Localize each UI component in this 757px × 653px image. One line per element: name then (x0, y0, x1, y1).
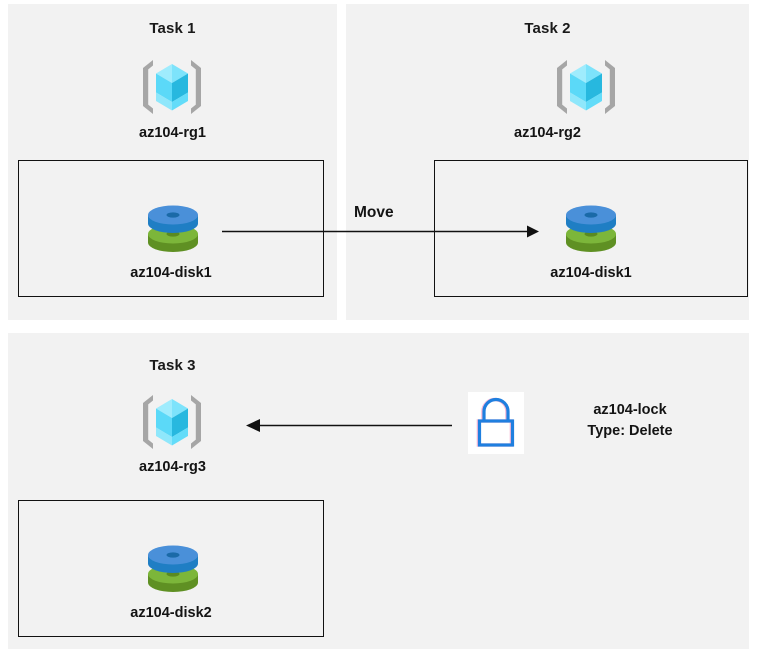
resource-group-cube-icon (139, 391, 205, 453)
managed-disk-icon (142, 540, 204, 598)
task-2-title: Task 2 (524, 20, 571, 37)
task-3-title: Task 3 (149, 357, 196, 374)
task-1-title: Task 1 (149, 20, 196, 37)
move-arrow-label: Move (354, 204, 394, 221)
resource-label-3: az104-disk2 (130, 605, 212, 621)
lock-name: az104-lock (593, 402, 667, 418)
lock-caption: az104-lock Type: Delete (540, 400, 720, 442)
move-arrow (222, 225, 539, 238)
resource-group-cube-icon (553, 56, 619, 118)
resource-group-label-2: az104-rg2 (514, 125, 581, 141)
lock-type: Type: Delete (587, 423, 673, 439)
resource-group-label-3: az104-rg3 (139, 459, 206, 475)
lock-arrow (246, 419, 452, 432)
managed-disk-icon (560, 200, 622, 258)
managed-disk-icon (142, 200, 204, 258)
resource-group-cube-icon (139, 56, 205, 118)
resource-label-2: az104-disk1 (550, 265, 632, 281)
resource-label-1: az104-disk1 (130, 265, 212, 281)
padlock-icon (468, 392, 524, 454)
resource-group-label-1: az104-rg1 (139, 125, 206, 141)
